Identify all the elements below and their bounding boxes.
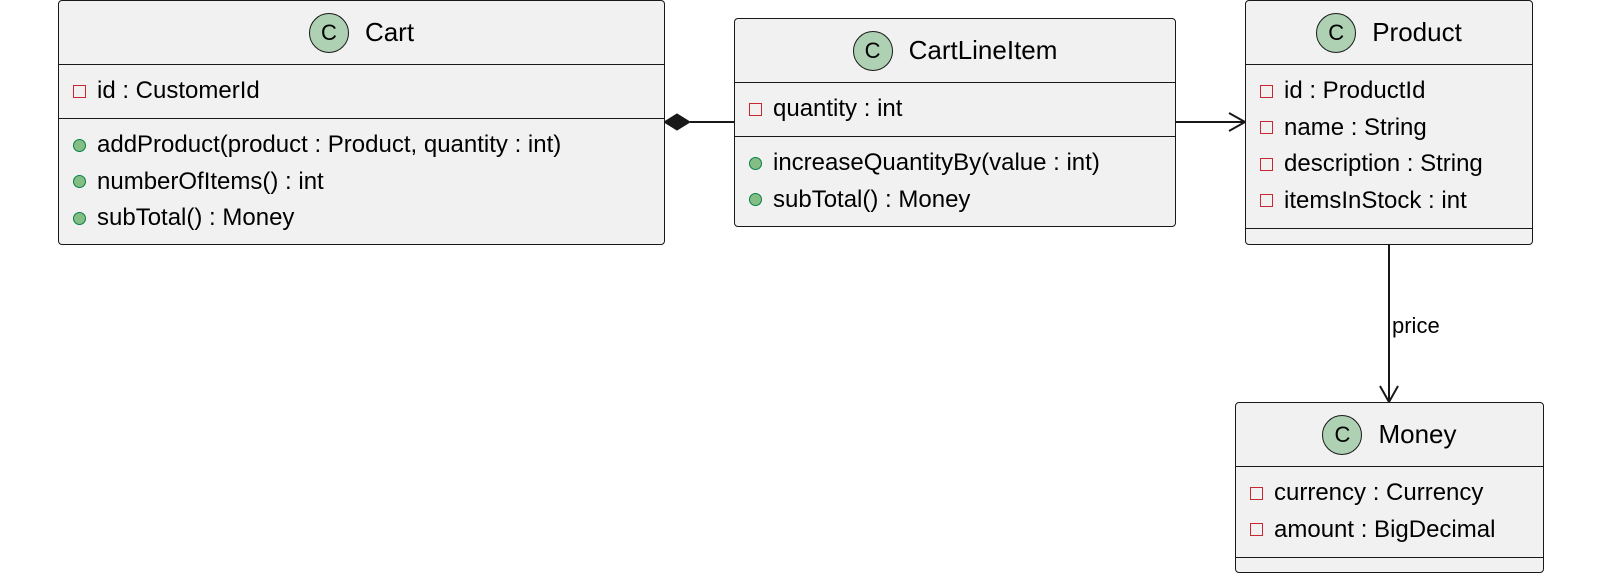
- class-name: Cart: [364, 17, 415, 47]
- method-row: subTotal() : Money: [73, 200, 664, 237]
- field-row: id : ProductId: [1260, 73, 1532, 110]
- class-header: C CartLineItem: [735, 19, 1175, 83]
- field-text: id : ProductId: [1284, 77, 1426, 105]
- fields-compartment: id : ProductId name : String description…: [1246, 65, 1532, 229]
- class-box-product[interactable]: C Product id : ProductId name : String d…: [1245, 0, 1533, 245]
- composition-diamond: [663, 113, 691, 131]
- field-row: itemsInStock : int: [1260, 183, 1532, 220]
- private-visibility-icon: [1250, 523, 1263, 537]
- method-text: increaseQuantityBy(value : int): [773, 149, 1100, 177]
- method-text: numberOfItems() : int: [97, 167, 324, 195]
- field-row: id : CustomerId: [73, 73, 664, 110]
- class-box-money[interactable]: C Money currency : Currency amount : Big…: [1235, 402, 1544, 573]
- edge-cartlineitem-product: [1176, 112, 1248, 132]
- field-row: currency : Currency: [1250, 475, 1543, 512]
- method-row: addProduct(product : Product, quantity :…: [73, 127, 664, 164]
- method-text: addProduct(product : Product, quantity :…: [97, 131, 562, 159]
- fields-compartment: id : CustomerId: [59, 65, 664, 119]
- class-name: CartLineItem: [908, 35, 1058, 65]
- private-visibility-icon: [1260, 194, 1273, 208]
- class-stereotype-icon: C: [1322, 414, 1363, 455]
- methods-compartment: addProduct(product : Product, quantity :…: [59, 119, 664, 243]
- class-header: C Money: [1236, 403, 1543, 467]
- class-stereotype-icon: C: [1316, 12, 1357, 53]
- class-header: C Cart: [59, 1, 664, 65]
- method-row: subTotal() : Money: [749, 182, 1175, 219]
- field-text: id : CustomerId: [97, 77, 260, 105]
- field-text: name : String: [1284, 113, 1427, 141]
- method-row: increaseQuantityBy(value : int): [749, 145, 1175, 182]
- method-row: numberOfItems() : int: [73, 164, 664, 201]
- method-text: subTotal() : Money: [97, 204, 295, 232]
- field-row: description : String: [1260, 146, 1532, 183]
- field-text: quantity : int: [773, 95, 903, 123]
- private-visibility-icon: [1260, 157, 1273, 171]
- relation-label-price: price: [1392, 313, 1440, 338]
- class-stereotype-icon: C: [308, 12, 349, 53]
- public-visibility-icon: [749, 193, 762, 207]
- private-visibility-icon: [1260, 121, 1273, 135]
- public-visibility-icon: [749, 156, 762, 170]
- class-stereotype-icon: C: [852, 30, 893, 71]
- method-text: subTotal() : Money: [773, 185, 971, 213]
- class-header: C Product: [1246, 1, 1532, 65]
- public-visibility-icon: [73, 211, 86, 225]
- public-visibility-icon: [73, 175, 86, 189]
- private-visibility-icon: [73, 84, 86, 98]
- field-text: description : String: [1284, 150, 1483, 178]
- methods-compartment: increaseQuantityBy(value : int) subTotal…: [735, 137, 1175, 224]
- class-name: Product: [1372, 17, 1462, 47]
- class-name: Money: [1378, 419, 1457, 449]
- fields-compartment: currency : Currency amount : BigDecimal: [1236, 467, 1543, 558]
- field-text: amount : BigDecimal: [1274, 515, 1496, 543]
- public-visibility-icon: [73, 138, 86, 152]
- field-row: amount : BigDecimal: [1250, 512, 1543, 549]
- private-visibility-icon: [1250, 486, 1263, 500]
- field-row: name : String: [1260, 110, 1532, 147]
- field-text: currency : Currency: [1274, 479, 1484, 507]
- fields-compartment: quantity : int: [735, 83, 1175, 137]
- class-box-cart[interactable]: C Cart id : CustomerId addProduct(produc…: [58, 0, 665, 245]
- field-text: itemsInStock : int: [1284, 186, 1467, 214]
- private-visibility-icon: [749, 102, 762, 116]
- edge-cart-cartlineitem: [663, 113, 734, 131]
- private-visibility-icon: [1260, 84, 1273, 98]
- field-row: quantity : int: [749, 91, 1175, 128]
- class-box-cartlineitem[interactable]: C CartLineItem quantity : int increaseQu…: [734, 18, 1176, 227]
